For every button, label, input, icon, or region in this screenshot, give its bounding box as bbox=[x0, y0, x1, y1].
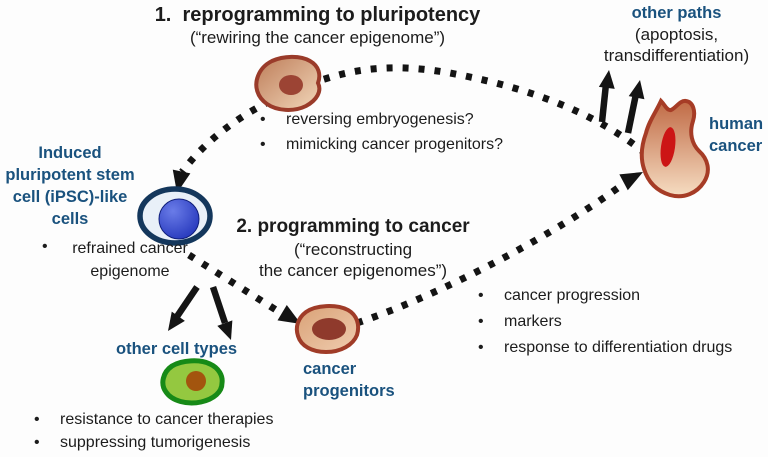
bullet-icon: • bbox=[42, 238, 48, 255]
dashed-arc-reprogramming-arrow bbox=[179, 64, 649, 175]
arrowhead-to-progenitors bbox=[277, 304, 301, 324]
human-cancer-cell-icon bbox=[639, 97, 710, 199]
section1-heading: 1. reprogramming to pluripotency (“rewir… bbox=[125, 3, 510, 48]
bullet-icon: • bbox=[478, 287, 484, 304]
other-paths-block: other paths (apoptosis, transdifferentia… bbox=[585, 2, 768, 66]
section2-title: 2. programming to cancer bbox=[236, 216, 470, 237]
ipsc-cell-icon bbox=[137, 186, 213, 246]
list-item: • cancer progression bbox=[472, 283, 732, 309]
other-cell-types-label: other cell types bbox=[116, 340, 238, 358]
bullets-bottom: • resistance to cancer therapies • suppr… bbox=[28, 408, 273, 454]
list-item: • response to differentiation drugs bbox=[472, 335, 732, 361]
bullet-icon: • bbox=[478, 339, 484, 356]
arrowhead-to-human-cancer bbox=[619, 172, 643, 191]
list-item: • resistance to cancer therapies bbox=[28, 408, 273, 431]
list-item: • suppressing tumorigenesis bbox=[28, 431, 273, 454]
cancer-cell-icon bbox=[254, 54, 322, 112]
section1-subtitle: (“rewiring the cancer epigenome”) bbox=[189, 28, 446, 47]
list-item: • reversing embryogenesis? bbox=[254, 107, 503, 132]
cancer-progenitors-label: cancer progenitors bbox=[303, 360, 395, 400]
bullets-right: • cancer progression • markers • respons… bbox=[472, 283, 732, 361]
bullet-icon: • bbox=[260, 111, 266, 128]
section2-heading: 2. programming to cancer (“reconstructin… bbox=[215, 215, 491, 281]
bullet-icon: • bbox=[34, 434, 40, 451]
list-item: • mimicking cancer progenitors? bbox=[254, 132, 503, 157]
bullet-icon: • bbox=[34, 411, 40, 428]
human-cancer-label: human cancer bbox=[709, 115, 764, 155]
dashed-arrow-to-human-cancer bbox=[355, 179, 629, 327]
bullet-icon: • bbox=[478, 313, 484, 330]
refrained-epigenome-note: refrained cancer epigenome bbox=[72, 240, 188, 280]
other-paths-line2: transdifferentiation) bbox=[603, 46, 750, 65]
ipsc-label: Induced pluripotent stem cell (iPSC)-lik… bbox=[5, 144, 135, 228]
bullets-top: • reversing embryogenesis? • mimicking c… bbox=[254, 107, 503, 157]
progenitor-cell-icon bbox=[294, 304, 361, 355]
section1-title: 1. reprogramming to pluripotency bbox=[154, 4, 481, 26]
green-cell-icon bbox=[160, 358, 225, 406]
diverging-arrows-other-cell-types bbox=[168, 285, 233, 340]
dashed-arrow-to-progenitors bbox=[187, 252, 286, 318]
bullet-icon: • bbox=[260, 136, 266, 153]
other-paths-line1: (apoptosis, bbox=[634, 25, 719, 44]
up-arrows-other-paths bbox=[598, 70, 645, 134]
section2-subtitle-line1: (“reconstructing bbox=[293, 240, 413, 259]
section2-subtitle-line2: the cancer epigenomes”) bbox=[258, 261, 448, 280]
list-item: • markers bbox=[472, 309, 732, 335]
other-paths-title: other paths bbox=[631, 4, 722, 22]
